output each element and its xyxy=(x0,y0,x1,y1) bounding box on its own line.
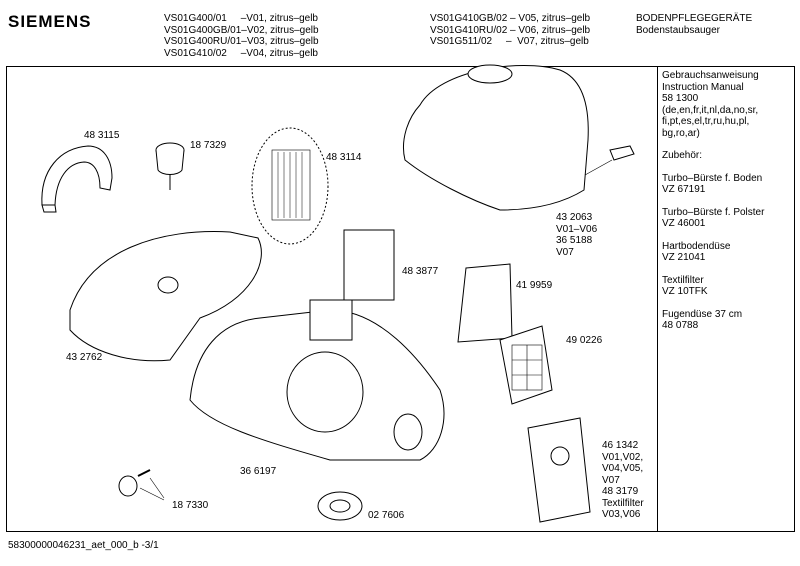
flat-filter-part xyxy=(343,229,395,301)
label-483114: 48 3114 xyxy=(326,152,362,163)
label-490226: 49 0226 xyxy=(566,335,603,346)
motor-filter-part xyxy=(251,127,329,245)
main-body-part xyxy=(189,299,445,461)
label-483115: 48 3115 xyxy=(84,130,120,141)
label-027606: 02 7606 xyxy=(368,510,405,521)
brand-logo: SIEMENS xyxy=(8,12,92,31)
label-187330: 18 7330 xyxy=(172,500,209,511)
product-title: Bodenstaubsauger xyxy=(636,25,720,36)
model-line: VS01G400/01 –V01, zitrus–gelb xyxy=(164,13,318,24)
accessories-title: Zubehör: xyxy=(662,150,703,161)
dust-bag-part xyxy=(527,417,591,523)
drawing-frame xyxy=(6,66,795,532)
label-187329: 18 7329 xyxy=(190,140,227,151)
model-line: VS01G400RU/01–V03, zitrus–gelb xyxy=(164,36,319,47)
document-id: 58300000046231_aet_000_b -3/1 xyxy=(8,540,159,551)
accessory-crevice-tool: Fugendüse 37 cm 48 0788 xyxy=(662,308,743,332)
label-366197: 36 6197 xyxy=(240,466,277,477)
accessory-textile-filter: Textilfilter VZ 10TFK xyxy=(662,274,708,298)
rear-cover-part xyxy=(69,231,262,362)
exhaust-filter-part xyxy=(457,263,513,343)
accessory-hard-floor: Hartbodendüse VZ 21041 xyxy=(662,240,731,264)
top-cover-part xyxy=(403,64,635,211)
model-line: VS01G410GB/02 – V05, zitrus–gelb xyxy=(430,13,591,24)
label-432762: 43 2762 xyxy=(66,352,103,363)
handle-part xyxy=(41,145,113,213)
manual-info: Gebrauchsanweisung Instruction Manual 58… xyxy=(662,70,759,139)
wheel-part xyxy=(118,469,165,501)
model-line: VS01G511/02 – V07, zitrus–gelb xyxy=(430,36,589,47)
accessory-turbo-upholstery: Turbo–Bürste f. Polster VZ 46001 xyxy=(662,206,765,230)
knob-part xyxy=(155,142,185,190)
filter-frame-part xyxy=(499,325,553,405)
model-line: VS01G400GB/01–V02, zitrus–gelb xyxy=(164,24,319,36)
label-483877: 48 3877 xyxy=(402,266,439,277)
label-419959: 41 9959 xyxy=(516,280,553,291)
accessory-turbo-floor: Turbo–Bürste f. Boden VZ 67191 xyxy=(662,172,763,196)
label-432063: 43 2063 V01–V06 36 5188 V07 xyxy=(556,212,598,258)
model-line: VS01G410RU/02 – V06, zitrus–gelb xyxy=(430,24,591,36)
sidebar-divider xyxy=(657,66,658,531)
label-461342: 46 1342 V01,V02, V04,V05, V07 48 3179 Te… xyxy=(602,440,644,520)
category-title: BODENPFLEGEGERÄTE xyxy=(636,13,753,24)
model-line: VS01G410/02 –V04, zitrus–gelb xyxy=(164,47,318,59)
caster-part xyxy=(317,491,363,521)
accessory-panel: Gebrauchsanweisung Instruction Manual 58… xyxy=(662,70,796,332)
